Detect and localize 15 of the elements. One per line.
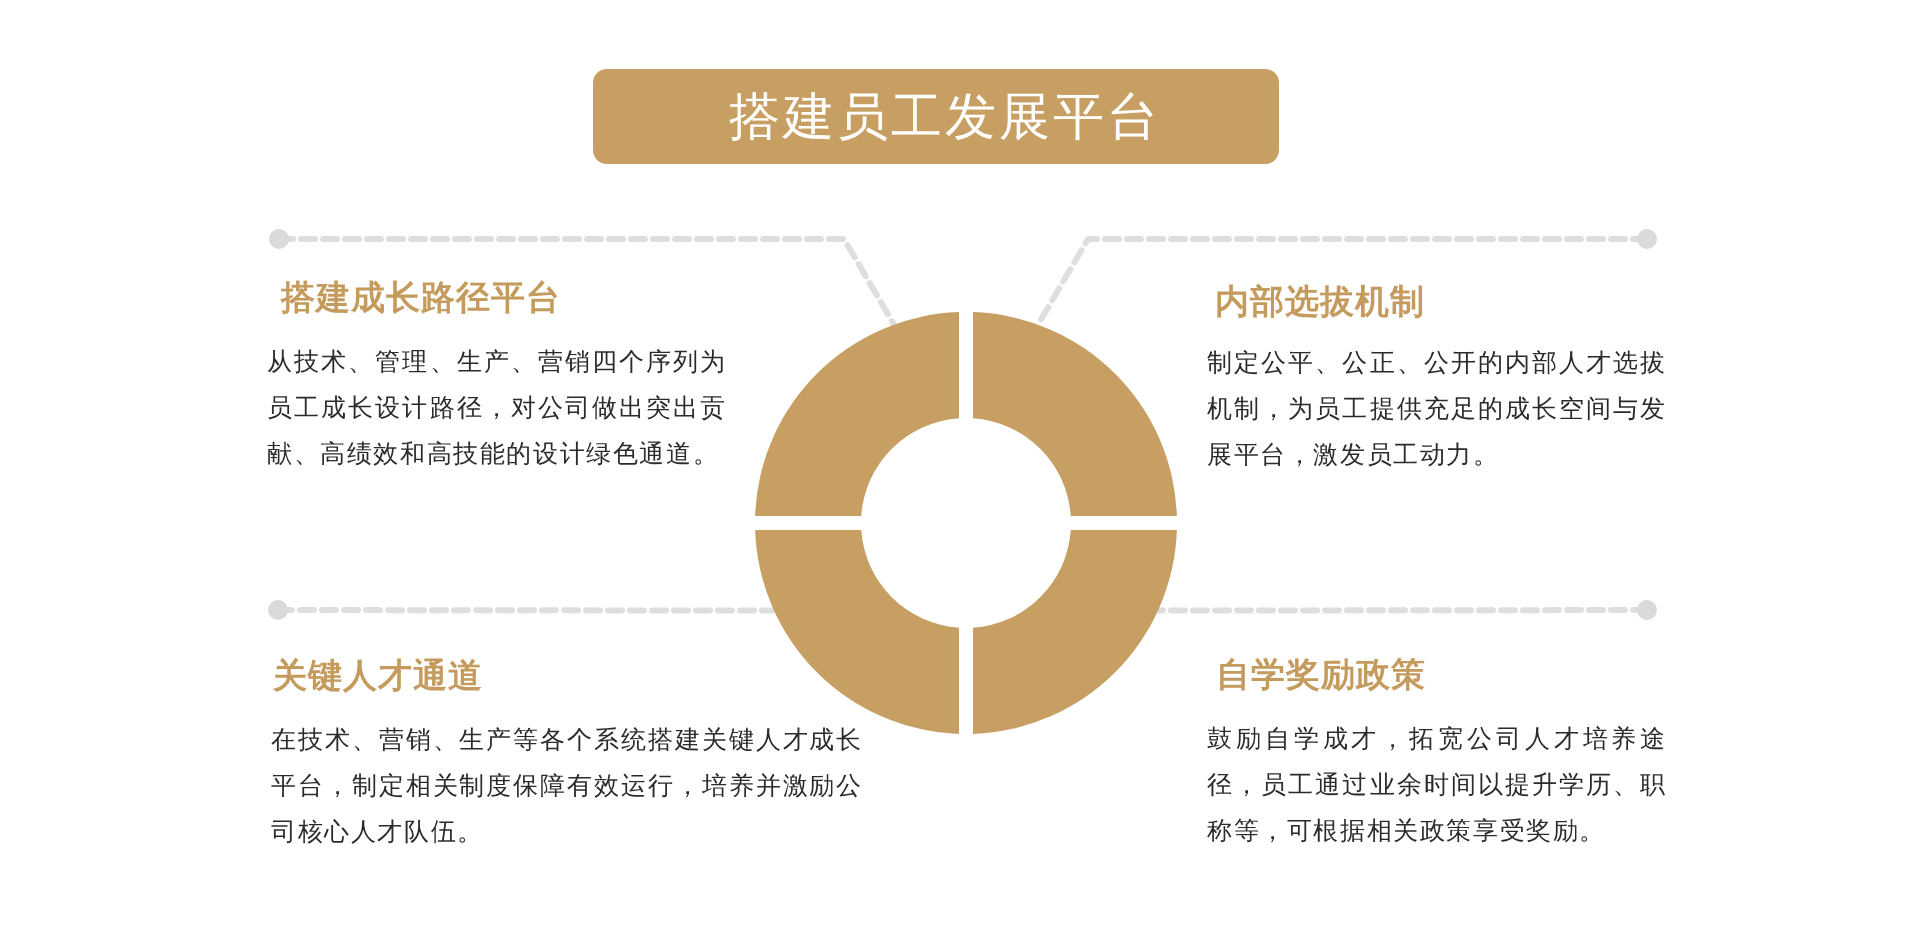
ring-segment [755,312,959,516]
section-heading: 搭建成长路径平台 [281,277,561,318]
section-heading: 关键人才通道 [273,655,483,696]
section-heading: 自学奖励政策 [1216,654,1426,695]
leader-line [268,600,776,620]
description-text: 制定公平、公正、公开的内部人才选拔机制，为员工提供充足的成长空间与发展平台，激发员工动力。 [1207,347,1667,471]
section-heading: 内部选拔机制 [1215,281,1425,322]
leader-line [269,229,897,327]
title-banner: 搭建员工发展平台 [593,69,1279,164]
ring-segment [973,530,1177,734]
description-text: 鼓励自学成才，拓宽公司人才培养途径，员工通过业余时间以提升学历、职称等，可根据相关政策享受奖励。 [1207,723,1667,847]
leader-line [1156,600,1657,620]
description-text: 从技术、管理、生产、营销四个序列为员工成长设计路径，对公司做出突出贡献、高绩效和高技能的设计绿色通道。 [267,346,727,470]
ring-segment [973,312,1177,516]
description-text: 在技术、营销、生产等各个系统搭建关键人才成长平台，制定相关制度保障有效运行，培养并激励公司核心人才队伍。 [271,724,863,848]
